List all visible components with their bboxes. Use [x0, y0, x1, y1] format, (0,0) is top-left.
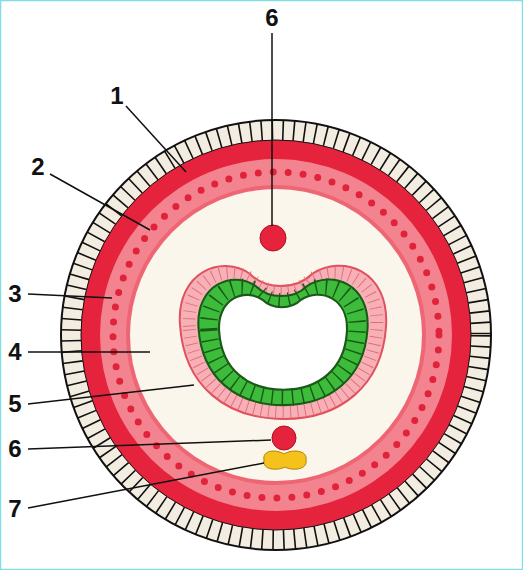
- muscle-dots: [113, 172, 439, 498]
- callout-number: 1: [110, 84, 123, 108]
- gut: [180, 266, 386, 419]
- gut-lumen: [219, 295, 347, 390]
- epidermis: [61, 120, 491, 550]
- leader-line: [50, 174, 150, 230]
- leader-lines: [28, 33, 272, 508]
- leader-line: [28, 463, 264, 508]
- dorsal-vessel: [260, 225, 286, 251]
- callout-number: 7: [8, 497, 21, 521]
- circular-muscle: [81, 140, 471, 530]
- leader-line: [28, 385, 194, 404]
- callout-number: 6: [265, 6, 278, 30]
- callout-number: 2: [31, 155, 44, 179]
- callout-number: 5: [8, 392, 21, 416]
- ventral-vessel: [272, 426, 296, 450]
- leader-line: [28, 351, 150, 353]
- gut-epithelium: [198, 279, 367, 405]
- leader-line: [28, 440, 271, 449]
- leader-line: [271, 33, 273, 226]
- peritoneum: [126, 185, 426, 485]
- nerve-cord: [264, 451, 306, 469]
- coelom: [130, 189, 422, 481]
- leader-line: [28, 294, 112, 298]
- leader-line: [126, 106, 186, 172]
- gut-epithelium-cells: [209, 287, 358, 397]
- callout-number: 6: [8, 437, 21, 461]
- epidermis-cells: [71, 130, 481, 540]
- gut-wall-cells: [189, 273, 377, 412]
- callout-number: 4: [8, 340, 21, 364]
- gut-wall: [180, 266, 386, 419]
- longitudinal-muscle: [100, 159, 452, 511]
- callout-number: 3: [8, 282, 21, 306]
